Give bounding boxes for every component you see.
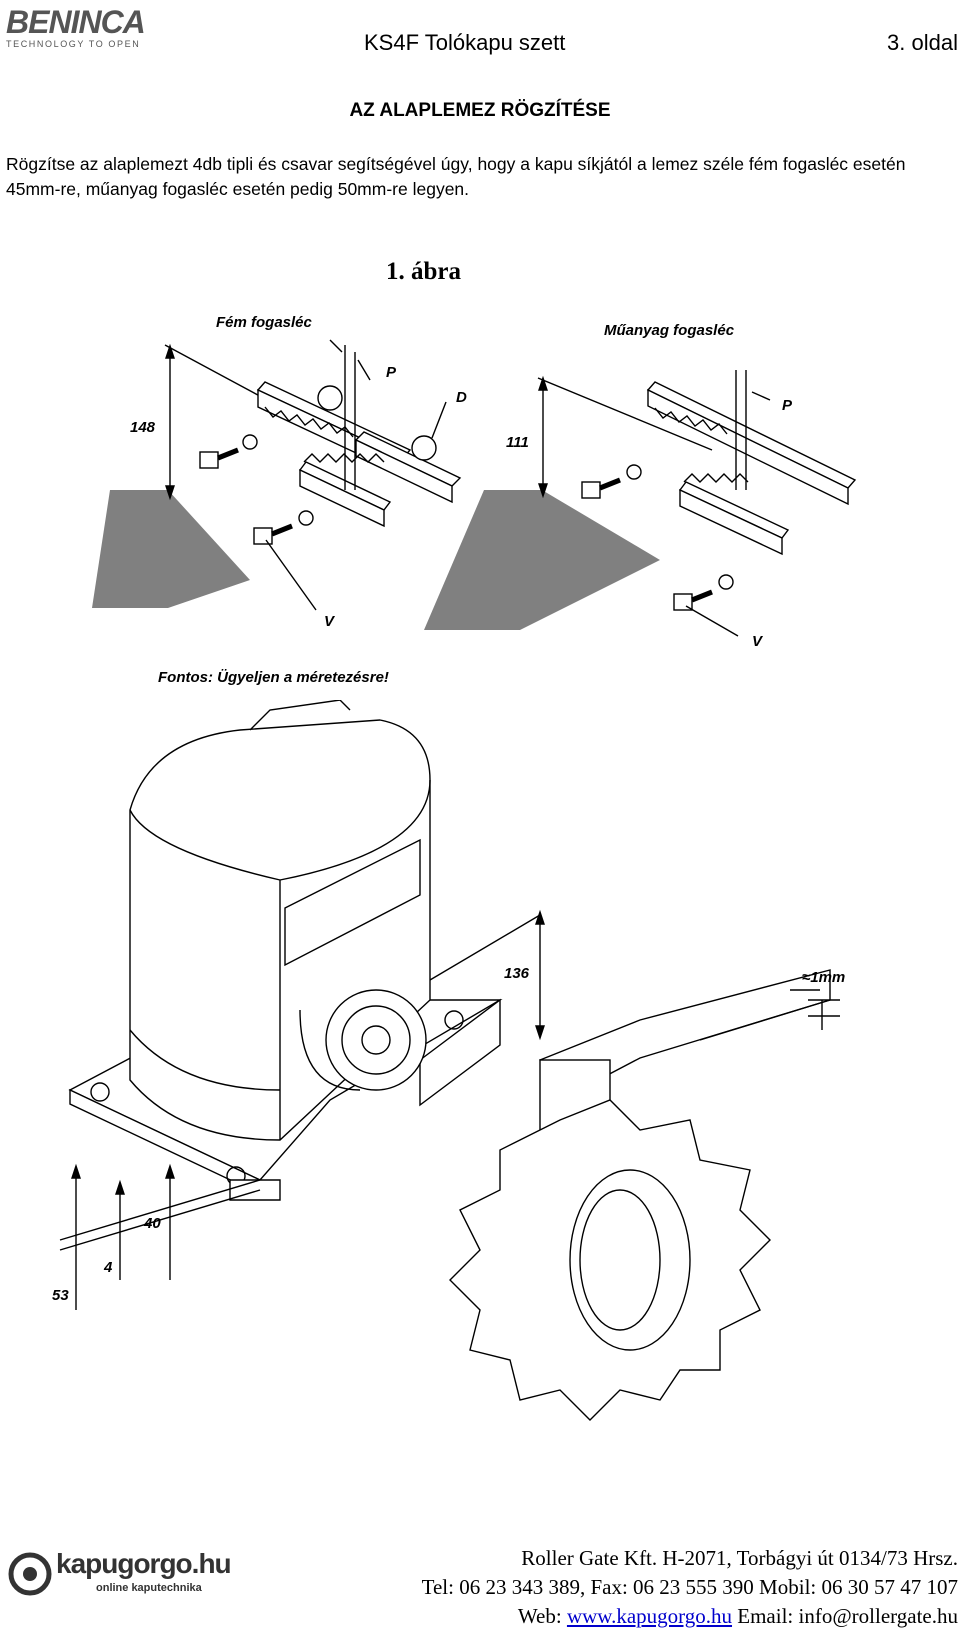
dimension-136 [429, 909, 545, 1041]
important-note: Fontos: Ügyeljen a méretezésre! [158, 669, 389, 686]
footer-web-label: Web: [517, 1604, 562, 1628]
section-title: AZ ALAPLEMEZ RÖGZÍTÉSE [349, 100, 611, 121]
left-rack-label: Fém fogasléc [216, 314, 313, 331]
right-bolt-upper [581, 464, 642, 499]
footer-address: Roller Gate Kft. H-2071, Torbágyi út 013… [521, 1546, 958, 1570]
beninca-logo: BENINCA TECHNOLOGY TO OPEN [6, 6, 166, 52]
logo-text: kapugorgo.hu [56, 1548, 232, 1579]
right-rack-label: Műanyag fogasléc [604, 322, 735, 339]
footer-email: Email: info@rollergate.hu [737, 1604, 958, 1628]
motor-gear-diagram: 136 ≈1mm 40 4 53 [52, 700, 845, 1421]
dim-4-label: 4 [103, 1259, 113, 1276]
kapugorgo-logo: kapugorgo.hu online kaputechnika [8, 1548, 232, 1604]
dim-136-label: 136 [504, 965, 530, 982]
right-plastic-rack [646, 381, 857, 556]
dim-53-label: 53 [52, 1287, 69, 1304]
dim-1mm-label: ≈1mm [802, 969, 845, 986]
page-number: 3. oldal [887, 30, 958, 55]
footer-web-line: Web: www.kapugorgo.hu Email: info@roller… [258, 1604, 958, 1629]
right-base-plate [424, 490, 660, 630]
logo-brand: BENINCA [6, 4, 146, 40]
left-dimension-label: 148 [130, 419, 156, 436]
right-dimension-label: 111 [506, 434, 529, 451]
right-bolt-lower [673, 574, 734, 611]
left-v-label: V [324, 613, 336, 630]
kapugorgo-logo-icon [8, 1552, 52, 1596]
dimension-40-4-53 [59, 1163, 261, 1310]
footer-phone: Tel: 06 23 343 389, Fax: 06 23 555 390 M… [421, 1575, 958, 1599]
footer-web-link[interactable]: www.kapugorgo.hu [566, 1604, 733, 1628]
large-gear [449, 1059, 771, 1421]
left-bolt-upper [199, 434, 258, 469]
d-label: D [456, 389, 467, 406]
logo-tagline: TECHNOLOGY TO OPEN [6, 39, 141, 49]
dimension-1mm [808, 999, 840, 1030]
figure-title: 1. ábra [386, 258, 461, 285]
dim-40-label: 40 [143, 1215, 161, 1232]
left-spacer-d [411, 435, 437, 461]
header-title: KS4F Tolókapu szett [364, 30, 566, 55]
intro-paragraph: Rögzítse az alaplemezt 4db tipli és csav… [6, 154, 906, 199]
left-spacer-top [317, 385, 343, 411]
left-base-plate [92, 490, 250, 608]
left-p-label: P [386, 364, 397, 381]
right-p-label: P [782, 397, 793, 414]
logo-subtitle: online kaputechnika [96, 1582, 202, 1594]
rack-mounting-diagram: Fém fogasléc Műanyag fogasléc 148 111 P … [92, 314, 857, 686]
left-bolt-lower [253, 510, 314, 545]
left-metal-rack [256, 381, 462, 528]
motor-pinion [299, 989, 427, 1091]
right-v-label: V [752, 633, 764, 650]
